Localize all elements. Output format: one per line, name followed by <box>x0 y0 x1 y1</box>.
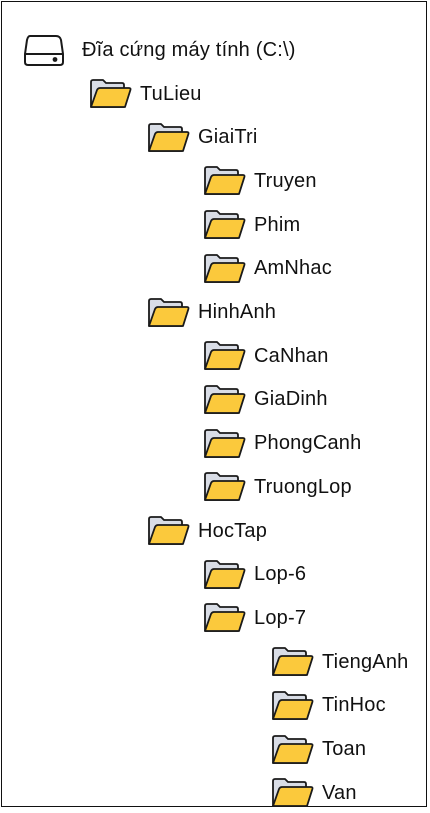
folder-label: Lop-6 <box>254 563 307 586</box>
folder-label: HocTap <box>198 519 268 542</box>
tree-item-lop-6[interactable]: Lop-6 <box>202 555 306 595</box>
folder-label: PhongCanh <box>254 432 362 455</box>
folder-icon <box>148 122 190 152</box>
tree-item-lop-7[interactable]: Lop-7 <box>202 598 306 638</box>
folder-label: HinhAnh <box>198 301 277 323</box>
folder-label: TuLieu <box>140 82 202 105</box>
folder-icon <box>272 690 314 720</box>
tree-item-tinhoc[interactable]: TinHoc <box>270 686 386 726</box>
folder-label: Van <box>322 781 357 804</box>
folder-label: TruongLop <box>254 475 352 498</box>
folder-icon <box>272 734 314 764</box>
folder-icon <box>272 778 314 808</box>
folder-icon <box>204 559 246 589</box>
folder-icon <box>148 297 190 327</box>
tree-item-tulieu[interactable]: TuLieu <box>88 74 202 114</box>
tree-item-toan[interactable]: Toan <box>270 730 366 770</box>
tree-item-hinhanh[interactable]: HinhAnh <box>146 293 276 333</box>
folder-label: GiaiTri <box>198 126 258 149</box>
tree-item-phim[interactable]: Phim <box>202 205 300 245</box>
folder-icon <box>204 428 246 458</box>
folder-label: Toan <box>322 738 367 760</box>
hard-drive-icon <box>24 35 64 66</box>
tree-item-giadinh[interactable]: GiaDinh <box>202 380 328 420</box>
folder-label: GiaDinh <box>254 388 328 411</box>
tree-item-canhan[interactable]: CaNhan <box>202 336 329 376</box>
folder-icon <box>272 647 314 676</box>
drive-label: Đĩa cứng máy tính (C:\) <box>82 38 296 61</box>
folder-icon <box>204 166 246 196</box>
folder-icon <box>148 516 190 545</box>
tree-item-truyen[interactable]: Truyen <box>202 161 317 201</box>
tree-item-truonglop[interactable]: TruongLop <box>202 467 352 507</box>
folder-icon <box>204 210 246 239</box>
folder-icon <box>204 253 246 283</box>
tree-item-van[interactable]: Van <box>270 773 357 813</box>
tree-item-tienganh[interactable]: TiengAnh <box>270 642 408 682</box>
folder-icon <box>90 79 132 108</box>
folder-label: AmNhac <box>254 257 332 280</box>
tree-item-phongcanh[interactable]: PhongCanh <box>202 424 361 464</box>
tree-item-amnhac[interactable]: AmNhac <box>202 249 332 289</box>
tree-item-drive-c[interactable]: Đĩa cứng máy tính (C:\) <box>22 30 296 70</box>
tree-item-giaitri[interactable]: GiaiTri <box>146 118 258 158</box>
folder-label: CaNhan <box>254 344 329 367</box>
folder-icon <box>204 341 246 371</box>
folder-label: Lop-7 <box>254 606 307 629</box>
folder-icon <box>204 472 246 502</box>
tree-item-hoctap[interactable]: HocTap <box>146 511 267 551</box>
folder-label: Truyen <box>254 169 317 192</box>
folder-label: TinHoc <box>322 694 386 717</box>
folder-label: TiengAnh <box>322 650 409 673</box>
folder-label: Phim <box>254 213 301 236</box>
folder-icon <box>204 603 246 633</box>
folder-icon <box>204 384 246 414</box>
